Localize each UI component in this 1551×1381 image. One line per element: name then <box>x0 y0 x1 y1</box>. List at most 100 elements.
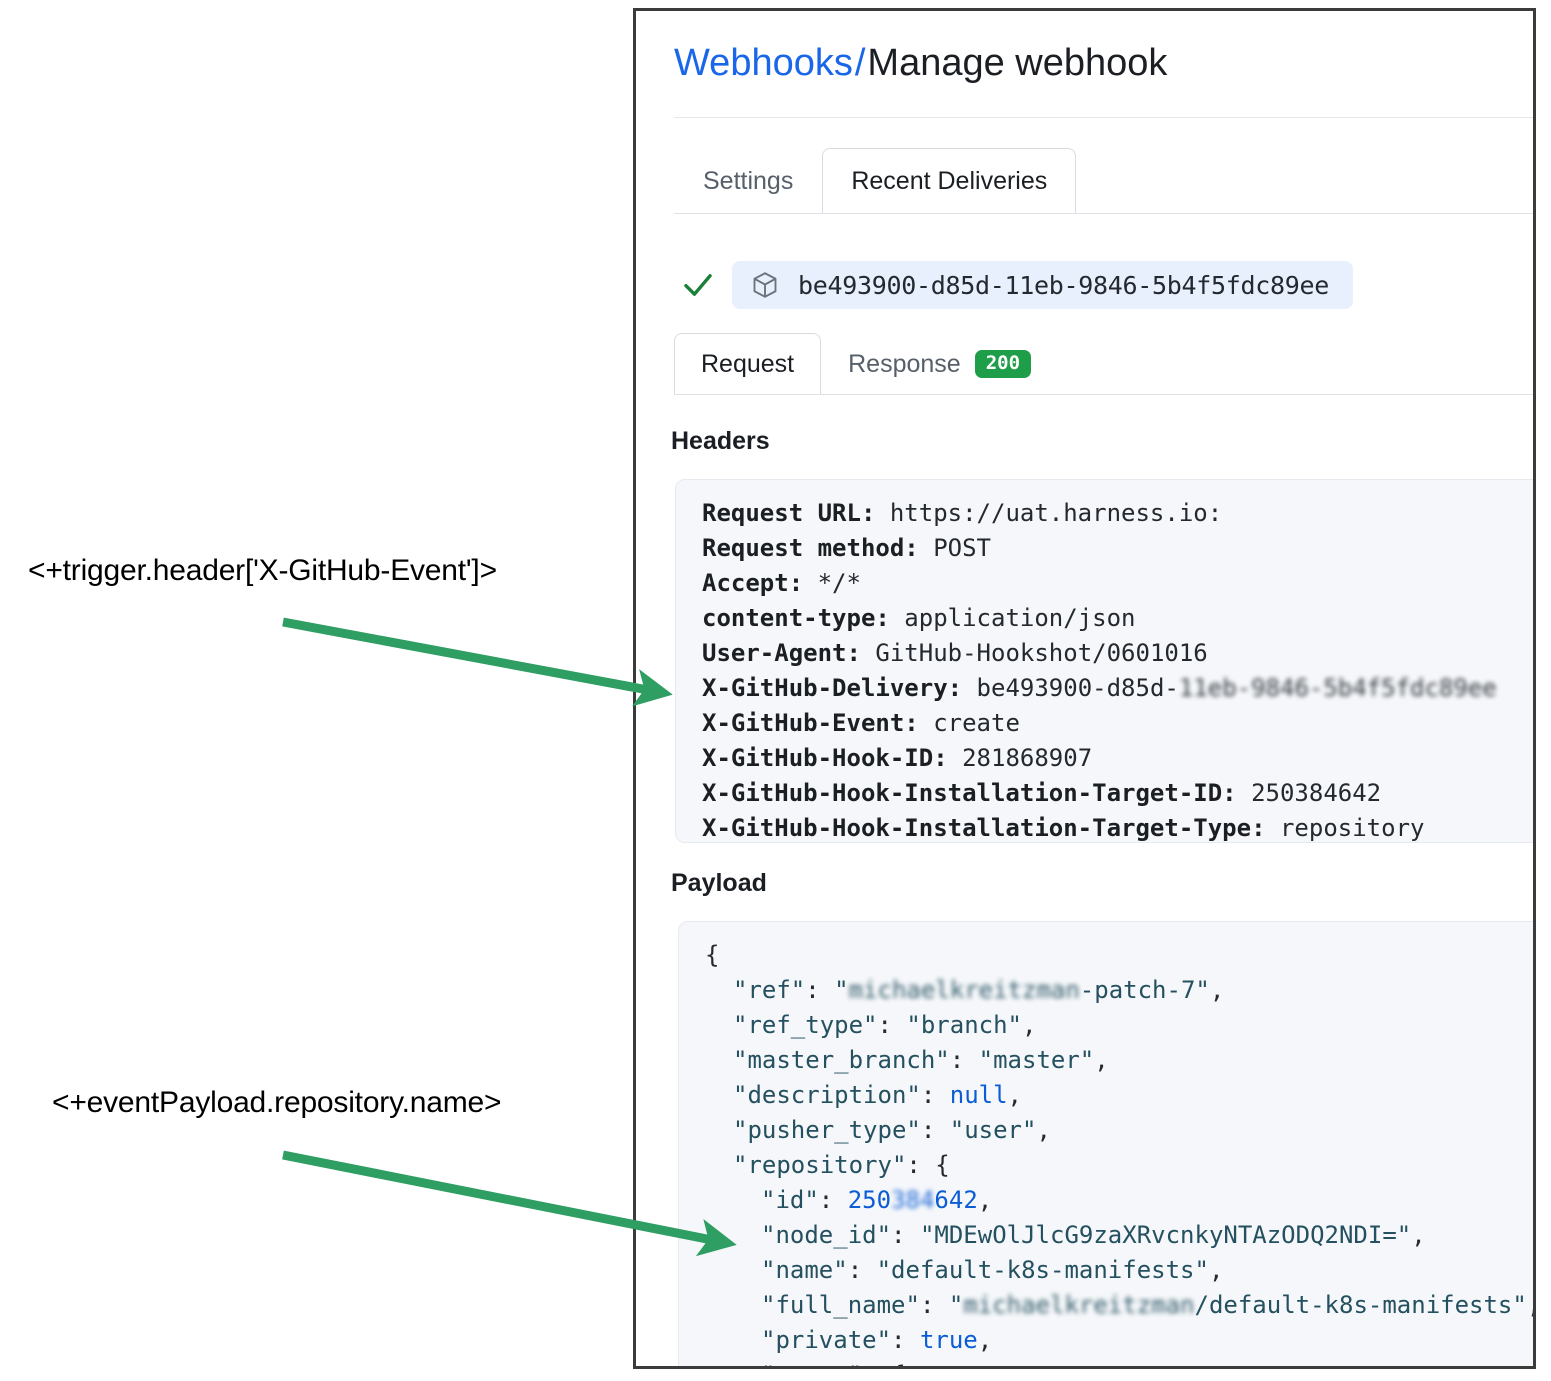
payload-line: "owner": { <box>705 1358 1533 1366</box>
json-value: /default-k8s-manifests" <box>1194 1291 1527 1319</box>
redacted-text: michaelkreitzman <box>848 976 1080 1004</box>
inner-tab-strip: Request Response 200 <box>674 333 1058 395</box>
json-value: "user" <box>949 1116 1037 1144</box>
tab-recent-deliveries[interactable]: Recent Deliveries <box>822 148 1077 214</box>
json-key: "node_id" <box>761 1221 892 1249</box>
payload-line: "node_id": "MDEwOlJlcG9zaXRvcnkyNTAzODQ2… <box>761 1221 1426 1249</box>
tab-request-label: Request <box>701 349 795 378</box>
payload-line: "repository": { <box>733 1151 950 1179</box>
json-value: 642 <box>934 1186 978 1214</box>
header-row: content-type: application/json <box>702 601 1533 636</box>
json-punct: , <box>977 1326 993 1354</box>
panel-content: Webhooks/Manage webhook Settings Recent … <box>636 11 1533 1366</box>
breadcrumb-separator: / <box>854 42 866 84</box>
annotation-label-trigger-header: <+trigger.header['X-GitHub-Event']> <box>28 554 497 587</box>
redacted-text: 11eb-9846-5b4f5fdc89ee <box>1178 674 1497 702</box>
json-punct: , <box>1209 976 1225 1004</box>
check-icon <box>678 268 718 302</box>
package-icon <box>750 270 780 300</box>
header-key: User-Agent: <box>702 639 861 667</box>
tab-response-label: Response <box>848 349 961 378</box>
header-value: repository <box>1279 814 1425 842</box>
json-key: "name" <box>761 1256 848 1284</box>
title-divider <box>674 117 1533 118</box>
payload-heading: Payload <box>671 869 767 897</box>
header-key: X-GitHub-Hook-Installation-Target-ID: <box>702 779 1237 807</box>
json-value: "branch" <box>906 1011 1022 1039</box>
json-value: "default-k8s-manifests" <box>876 1256 1209 1284</box>
payload-line: "master_branch": "master", <box>733 1046 1109 1074</box>
json-punct: , <box>1527 1291 1533 1319</box>
header-key: Request method: <box>702 534 919 562</box>
outer-tab-strip: Settings Recent Deliveries <box>674 148 1077 214</box>
payload-line: "ref_type": "branch", <box>733 1011 1037 1039</box>
json-key: "description" <box>733 1081 921 1109</box>
header-value: be493900-d85d- <box>976 674 1179 702</box>
payload-line: "ref": "michaelkreitzman-patch-7", <box>733 976 1225 1004</box>
payload-line: "name": "default-k8s-manifests", <box>761 1256 1224 1284</box>
json-punct: , <box>1094 1046 1109 1074</box>
outer-tabs-rule <box>674 213 1533 214</box>
header-key: X-GitHub-Hook-ID: <box>702 744 948 772</box>
header-value: */* <box>817 569 861 597</box>
header-row: Accept: */* <box>702 566 1533 601</box>
tab-request[interactable]: Request <box>674 333 822 395</box>
json-key: "ref_type" <box>733 1011 878 1039</box>
payload-line: "pusher_type": "user", <box>733 1116 1051 1144</box>
header-row: X-GitHub-Hook-Installation-Target-ID: 25… <box>702 776 1533 811</box>
json-punct: , <box>1208 1256 1224 1284</box>
json-key: "ref" <box>733 976 806 1004</box>
page-title: Manage webhook <box>867 42 1168 84</box>
delivery-id-pill[interactable]: be493900-d85d-11eb-9846-5b4f5fdc89ee <box>732 261 1354 309</box>
header-row: Request method: POST <box>702 531 1533 566</box>
header-key: X-GitHub-Hook-Installation-Target-Type: <box>702 814 1266 842</box>
breadcrumb-link-webhooks[interactable]: Webhooks <box>674 42 853 84</box>
inner-tabs-rule <box>674 394 1533 395</box>
tab-response[interactable]: Response 200 <box>821 333 1058 395</box>
json-value: "master" <box>978 1046 1095 1074</box>
status-badge: 200 <box>974 350 1032 378</box>
header-value: 250384642 <box>1251 779 1382 807</box>
header-row: X-GitHub-Event: create <box>702 706 1533 741</box>
annotation-label-event-payload: <+eventPayload.repository.name> <box>52 1086 502 1119</box>
headers-code-box: Request URL: https://uat.harness.io: Req… <box>675 479 1533 843</box>
breadcrumb: Webhooks/Manage webhook <box>674 41 1167 87</box>
payload-code-box: { "ref": "michaelkreitzman-patch-7", "re… <box>678 921 1533 1366</box>
json-punct: , <box>1036 1116 1051 1144</box>
json-key: "pusher_type" <box>733 1116 921 1144</box>
annotation-arrow-1 <box>282 617 673 707</box>
json-key: "owner" <box>761 1361 862 1366</box>
json-key: "id" <box>761 1186 819 1214</box>
header-key: X-GitHub-Event: <box>702 709 919 737</box>
json-key: "repository" <box>733 1151 907 1179</box>
header-key: X-GitHub-Delivery: <box>702 674 963 702</box>
webhook-screenshot-panel: Webhooks/Manage webhook Settings Recent … <box>633 8 1536 1369</box>
headers-heading: Headers <box>671 427 770 455</box>
json-value: " <box>948 1291 964 1319</box>
delivery-row[interactable]: be493900-d85d-11eb-9846-5b4f5fdc89ee <box>678 261 1354 309</box>
json-punct: { <box>935 1151 950 1179</box>
delivery-id-text: be493900-d85d-11eb-9846-5b4f5fdc89ee <box>798 270 1330 300</box>
redacted-text: 384 <box>891 1186 935 1214</box>
header-value: create <box>933 709 1020 737</box>
json-punct: { <box>891 1361 905 1366</box>
header-value: 281868907 <box>962 744 1093 772</box>
tab-settings[interactable]: Settings <box>703 166 794 195</box>
header-row: User-Agent: GitHub-Hookshot/0601016 <box>702 636 1533 671</box>
json-punct: , <box>1411 1221 1426 1249</box>
header-value: https://uat.harness.io: <box>889 499 1223 527</box>
header-row: X-GitHub-Hook-ID: 281868907 <box>702 741 1533 776</box>
header-row: Request URL: https://uat.harness.io: <box>702 496 1533 531</box>
header-key: Accept: <box>702 569 804 597</box>
json-punct: , <box>1022 1011 1037 1039</box>
redacted-text: michaelkreitzman <box>963 1291 1195 1319</box>
json-punct: { <box>705 941 720 969</box>
json-value: -patch-7" <box>1079 976 1210 1004</box>
header-key: content-type: <box>702 604 890 632</box>
payload-line: "id": 250384642, <box>761 1186 993 1214</box>
json-value: " <box>834 976 849 1004</box>
header-key: Request URL: <box>702 499 876 527</box>
json-punct: , <box>977 1186 993 1214</box>
json-punct: , <box>1007 1081 1022 1109</box>
header-value: POST <box>933 534 991 562</box>
